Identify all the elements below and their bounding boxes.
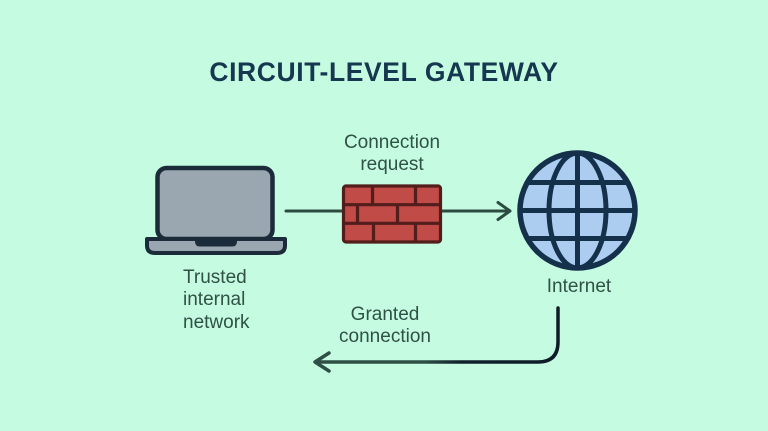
trusted-network-label: Trusted internal network [183, 267, 250, 333]
internet-label: Internet [546, 276, 612, 297]
firewall-icon [341, 184, 443, 244]
granted-connection-label: Granted connection [339, 304, 431, 348]
connection-request-label: Connection request [343, 132, 441, 176]
page-title: CIRCUIT-LEVEL GATEWAY [209, 57, 559, 87]
granted-connection-arrow [313, 306, 560, 373]
globe-icon [517, 150, 638, 271]
laptop-icon [145, 165, 287, 255]
laptop-notch [195, 239, 237, 247]
